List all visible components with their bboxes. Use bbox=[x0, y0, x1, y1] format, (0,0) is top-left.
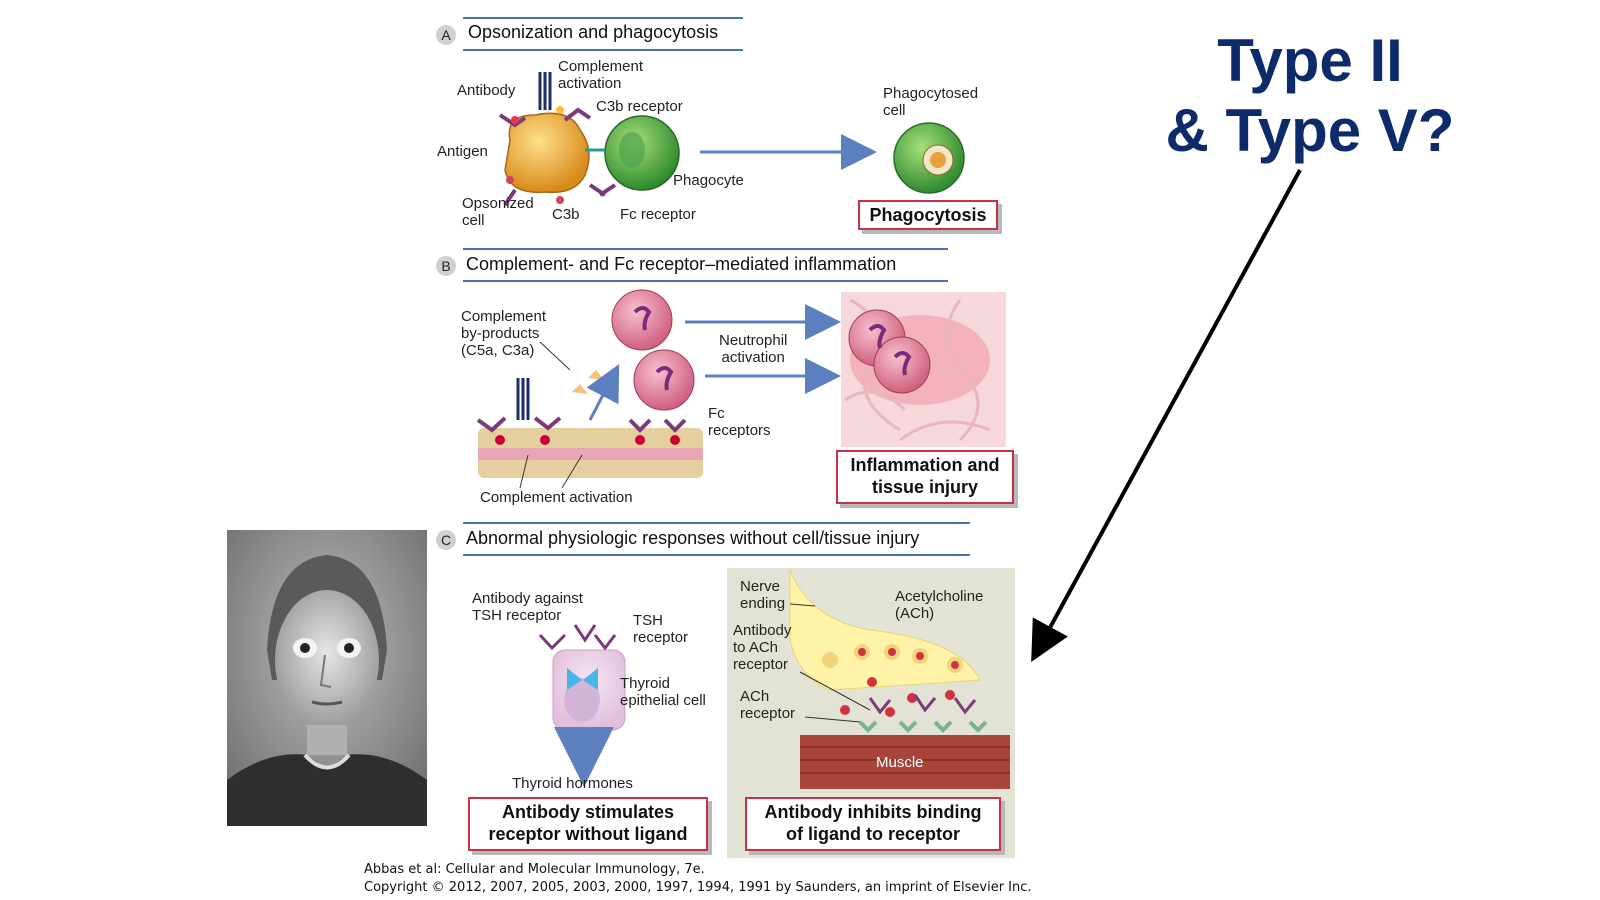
label-complement-activation-a: Complement activation bbox=[558, 58, 644, 92]
label-acetylcholine: Acetylcholine (ACh) bbox=[895, 588, 984, 622]
label-c3b: C3b bbox=[552, 206, 580, 223]
patient-portrait-photo bbox=[227, 530, 427, 826]
label-neutrophil-activation: Neutrophil activation bbox=[719, 332, 788, 366]
label-complement-activation-b: Complement activation bbox=[480, 489, 633, 506]
section-c-illustration bbox=[538, 568, 1015, 858]
section-a-title: Opsonization and phagocytosis bbox=[468, 22, 719, 42]
result-phagocytosis: Phagocytosis bbox=[858, 200, 998, 230]
section-b-bar bbox=[463, 248, 948, 282]
label-opsonized-cell: Opsonized cell bbox=[462, 195, 534, 229]
section-a-illustration bbox=[498, 72, 965, 207]
section-a-bar bbox=[463, 17, 743, 51]
label-antigen: Antigen bbox=[437, 143, 488, 160]
section-c-bar bbox=[463, 522, 970, 556]
label-complement-byproducts: Complement by-products (C5a, C3a) bbox=[461, 308, 547, 359]
label-antibody-against-tsh: Antibody against TSH receptor bbox=[472, 590, 583, 624]
result-antibody-inhibits: Antibody inhibits binding of ligand to r… bbox=[745, 797, 1001, 851]
label-muscle: Muscle bbox=[876, 754, 924, 771]
label-thyroid-epithelial-cell: Thyroid epithelial cell bbox=[620, 675, 706, 709]
label-phagocyte: Phagocyte bbox=[673, 172, 744, 189]
label-tsh-receptor: TSH receptor bbox=[633, 612, 689, 646]
slide-title-line1: Type II bbox=[1217, 27, 1403, 94]
section-b-illustration bbox=[476, 289, 1006, 489]
citation-line2: Copyright © 2012, 2007, 2005, 2003, 2000… bbox=[364, 880, 1032, 895]
slide-title-line2: & Type V? bbox=[1165, 97, 1455, 164]
section-b-letter: B bbox=[436, 256, 456, 276]
label-c3b-receptor: C3b receptor bbox=[596, 98, 683, 115]
label-antibody-a: Antibody bbox=[457, 82, 516, 99]
label-fc-receptors-b: Fc receptors bbox=[708, 405, 771, 439]
label-fc-receptor-a: Fc receptor bbox=[620, 206, 696, 223]
label-thyroid-hormones: Thyroid hormones bbox=[512, 775, 633, 792]
result-antibody-stimulates: Antibody stimulates receptor without lig… bbox=[468, 797, 708, 851]
label-antibody-to-ach-receptor: Antibody to ACh receptor bbox=[733, 622, 792, 673]
section-c-letter: C bbox=[436, 530, 456, 550]
section-c-title: Abnormal physiologic responses without c… bbox=[466, 528, 920, 548]
section-b-title: Complement- and Fc receptor–mediated inf… bbox=[466, 254, 897, 274]
label-nerve-ending: Nerve ending bbox=[740, 578, 786, 612]
citation-line1: Abbas et al: Cellular and Molecular Immu… bbox=[364, 862, 705, 877]
opsonized-cell bbox=[504, 112, 590, 194]
section-a-letter: A bbox=[436, 25, 456, 45]
label-phagocytosed-cell: Phagocytosed cell bbox=[883, 85, 979, 119]
result-inflammation: Inflammation and tissue injury bbox=[836, 450, 1014, 504]
label-ach-receptor: ACh receptor bbox=[740, 688, 796, 722]
